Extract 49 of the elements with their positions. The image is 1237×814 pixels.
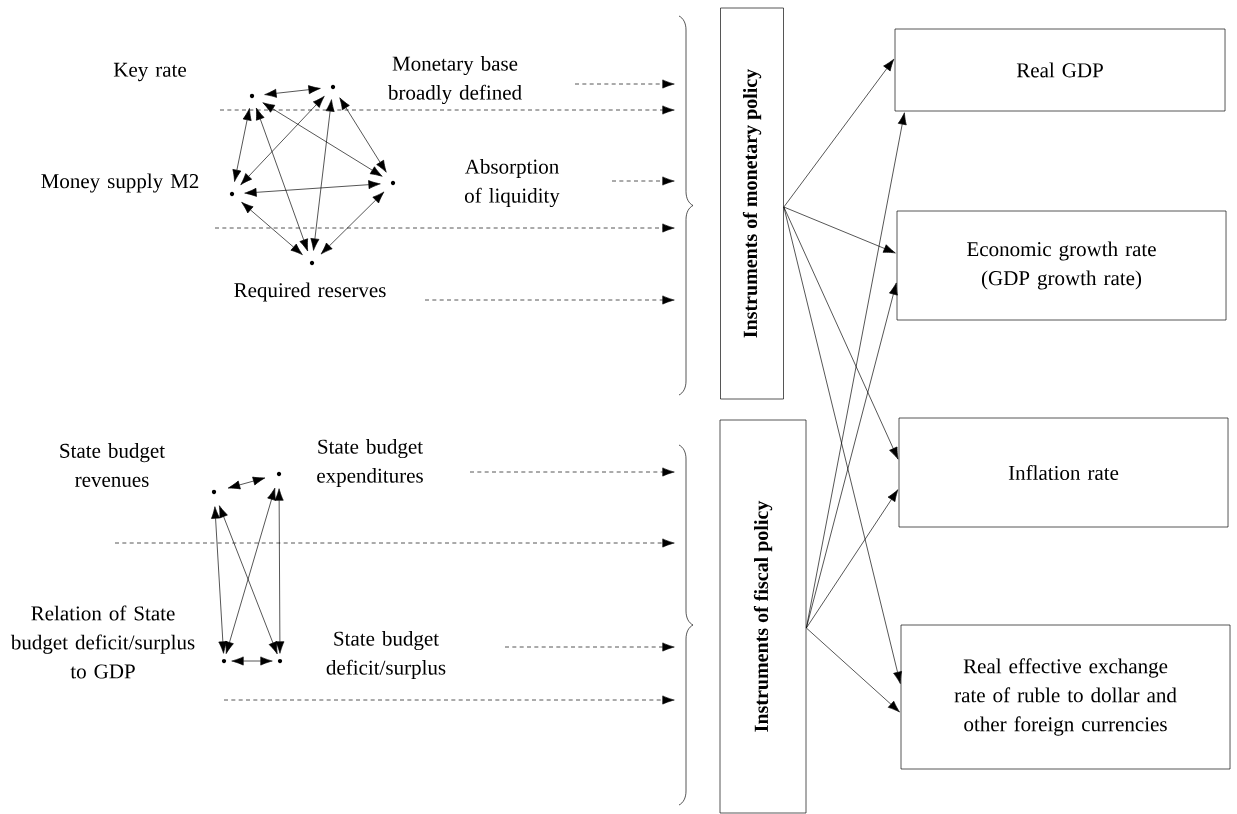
dashed-arrow bbox=[469, 467, 675, 477]
arrow bbox=[227, 476, 266, 490]
policy-box: Instruments of fiscal policy bbox=[719, 419, 807, 814]
arrow bbox=[320, 191, 385, 255]
dashed-arrow bbox=[219, 105, 675, 115]
curly-brace bbox=[678, 444, 694, 806]
arrow bbox=[225, 487, 276, 654]
indicator-label: Monetary base broadly defined bbox=[387, 55, 522, 105]
arrow bbox=[806, 489, 899, 629]
arrow bbox=[232, 108, 252, 182]
indicator-label: State budget deficit/surplus bbox=[326, 631, 446, 680]
arrow bbox=[240, 95, 325, 186]
dashed-arrow bbox=[114, 538, 675, 548]
arrow bbox=[244, 180, 381, 197]
indicator-label: Key rate bbox=[113, 62, 186, 82]
arrow bbox=[241, 202, 303, 256]
arrow bbox=[783, 58, 895, 208]
indicator-box: Real GDP bbox=[894, 28, 1226, 112]
arrow bbox=[255, 107, 309, 252]
arrow bbox=[783, 206, 899, 460]
indicator-label: Money supply M2 bbox=[41, 173, 199, 193]
dashed-arrow bbox=[223, 695, 675, 705]
curly-brace bbox=[678, 15, 694, 396]
indicator-label: Relation of State budget deficit/surplus to GDP bbox=[10, 605, 195, 679]
arrow bbox=[310, 99, 335, 251]
indicator-label: Required reserves bbox=[234, 282, 386, 302]
arrow bbox=[274, 488, 285, 654]
indicator-label: State budget revenues bbox=[60, 443, 165, 487]
indicator-box: Inflation rate bbox=[898, 417, 1229, 528]
dashed-arrow bbox=[611, 176, 675, 186]
indicator-label: State budget expenditures bbox=[317, 439, 423, 488]
indicator-box: Economic growth rate (GDP growth rate) bbox=[896, 210, 1227, 321]
policy-box: Instruments of monetary policy bbox=[720, 7, 784, 400]
arrow bbox=[806, 627, 900, 713]
arrow bbox=[219, 505, 278, 655]
dashed-arrow bbox=[574, 79, 675, 89]
indicator-box: Real effective exchange rate of ruble to dollar and other foreign currencies bbox=[900, 624, 1231, 770]
indicator-label: Absorption of liquidity bbox=[464, 158, 560, 208]
arrow bbox=[783, 206, 896, 254]
arrow bbox=[211, 506, 228, 654]
arrow bbox=[806, 282, 898, 629]
arrow bbox=[264, 85, 321, 98]
dashed-arrow bbox=[424, 295, 675, 305]
arrow bbox=[339, 97, 387, 173]
dashed-arrow bbox=[214, 223, 675, 233]
arrow bbox=[783, 206, 902, 684]
dashed-arrow bbox=[504, 642, 675, 652]
arrow bbox=[231, 656, 273, 666]
arrow bbox=[262, 102, 383, 177]
